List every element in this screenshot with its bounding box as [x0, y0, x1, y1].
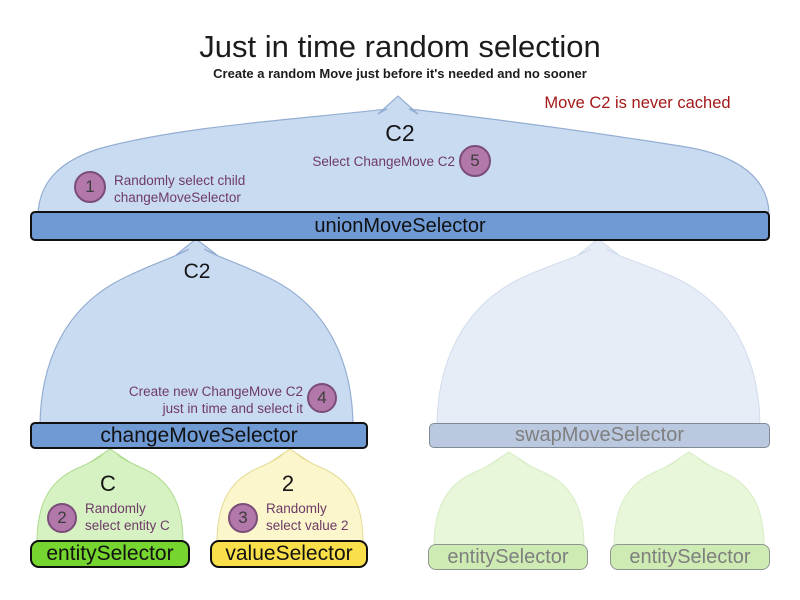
swap-funnel-shape — [436, 238, 761, 425]
step-3-badge: 3 — [228, 503, 258, 533]
union-selector-bar: unionMoveSelector — [30, 211, 770, 241]
step-2-badge: 2 — [47, 503, 77, 533]
step-3-note: Randomly select value 2 — [266, 501, 349, 533]
change-funnel-shape — [39, 238, 354, 425]
page-subtitle: Create a random Move just before it's ne… — [213, 66, 587, 81]
value-output-label: 2 — [281, 471, 295, 496]
step-4-badge: 4 — [307, 383, 337, 413]
change-output-label: C2 — [183, 260, 211, 283]
page-title: Just in time random selection — [199, 29, 601, 64]
union-output-label: C2 — [385, 120, 415, 146]
step-1-note: Randomly select child changeMoveSelector — [114, 173, 246, 205]
entity-output-label: C — [100, 471, 116, 496]
step-2-note: Randomly select entity C — [85, 501, 170, 533]
swap-selector-bar: swapMoveSelector — [429, 423, 770, 448]
entity-selector-bar: entitySelector — [30, 540, 190, 568]
step-1-badge: 1 — [74, 171, 106, 203]
union-funnel-shape — [37, 95, 770, 214]
faded-entity-selector-bar-right: entitySelector — [610, 544, 770, 570]
cache-note: Move C2 is never cached — [544, 94, 731, 112]
faded-entity-funnel-right — [613, 451, 765, 547]
step-4-note: Create new ChangeMove C2 just in time an… — [128, 384, 303, 416]
faded-entity-selector-bar-left: entitySelector — [428, 544, 588, 570]
step-5-badge: 5 — [459, 145, 491, 177]
faded-entity-funnel-left — [433, 451, 585, 547]
value-selector-bar: valueSelector — [210, 540, 368, 568]
change-selector-bar: changeMoveSelector — [30, 422, 368, 449]
step-5-note: Select ChangeMove C2 — [312, 154, 455, 169]
